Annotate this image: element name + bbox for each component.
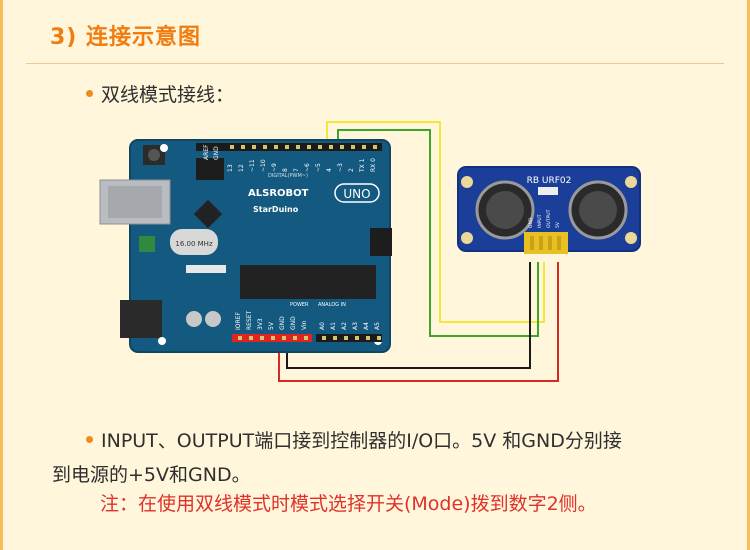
analog-header-pin — [377, 336, 381, 340]
sensor-pin — [548, 236, 552, 250]
mode-heading-line: 双线模式接线： — [86, 80, 234, 107]
top-header-pin — [340, 145, 344, 149]
analog-header-pin — [366, 336, 370, 340]
brand-label: ALSROBOT — [248, 188, 309, 199]
power-header-pin-label: GND — [290, 316, 297, 330]
header-small-label: DIGITAL(PWM~) — [268, 173, 308, 179]
top-header-pin-label: 2 — [348, 168, 355, 172]
sensor-pin-label: INPUT — [537, 214, 543, 228]
sensor-pin — [539, 236, 543, 250]
top-header-pin — [373, 145, 377, 149]
arduino-board: 16.00 MHz ALSROBOT StarDuino UNO DIGITAL… — [99, 139, 392, 353]
top-header-pin — [307, 145, 311, 149]
top-header-pin-label: 12 — [238, 164, 245, 172]
top-header-pin — [263, 145, 267, 149]
top-header-pin-label: ~6 — [304, 163, 311, 172]
wire-green — [337, 129, 539, 337]
power-header-pin-label: GND — [279, 316, 286, 330]
top-header-pin — [230, 145, 234, 149]
analog-header-pin — [333, 336, 337, 340]
sensor-pin-label: 5V — [555, 221, 561, 228]
description-line1: INPUT、OUTPUT端口接到控制器的I/O口。5V 和GND分别接 — [101, 430, 622, 452]
wire-yellow — [326, 121, 545, 323]
top-header-pin — [241, 145, 245, 149]
power-header-pin-label: RESET — [246, 310, 253, 330]
section-title: 3) 连接示意图 — [50, 25, 202, 50]
top-header-pin — [329, 145, 333, 149]
sensor-pin-label: OUTPUT — [546, 209, 552, 228]
top-header-pin-label: ~10 — [260, 159, 267, 172]
sensor-pin — [557, 236, 561, 250]
top-header-pin-label: ~9 — [271, 163, 278, 172]
top-header-pin-label: 7 — [293, 168, 300, 172]
top-header-pin-label: 4 — [326, 168, 333, 172]
analog-header-pin — [344, 336, 348, 340]
crystal-label: 16.00 MHz — [175, 240, 213, 248]
power-header-pin — [260, 336, 264, 340]
top-header-pin — [318, 145, 322, 149]
top-header-pin — [296, 145, 300, 149]
analog-header-pin — [355, 336, 359, 340]
power-label: POWER — [290, 302, 309, 308]
top-header-pin-label: RX 0 — [370, 158, 377, 172]
mode-heading: 双线模式接线： — [101, 84, 235, 106]
analog-header-pin — [322, 336, 326, 340]
power-header-pin-label: 5V — [268, 321, 275, 330]
wiring-diagram: 16.00 MHz ALSROBOT StarDuino UNO DIGITAL… — [99, 121, 641, 382]
top-header-pin — [362, 145, 366, 149]
top-header-pin-label: 8 — [282, 168, 289, 172]
top-header-pin — [285, 145, 289, 149]
analog-header-pin-label: A4 — [363, 322, 370, 330]
power-header-pin — [238, 336, 242, 340]
bullet-dot-icon — [86, 90, 93, 97]
top-header-pin — [351, 145, 355, 149]
analog-header-pins: A0 A1 A2 A3 A4 A5 — [319, 322, 381, 340]
top-header-pin-label: 13 — [227, 164, 234, 172]
analog-header-pin-label: A5 — [374, 322, 381, 330]
top-header-pin-label: ~3 — [337, 163, 344, 172]
power-header-pin-label: 3V3 — [257, 318, 264, 330]
gnd-top-label: GND — [213, 146, 220, 160]
analog-label: ANALOG IN — [318, 302, 346, 308]
sensor-name: RB URF02 — [527, 176, 572, 186]
divider — [26, 63, 724, 64]
top-header-pin — [252, 145, 256, 149]
wire-red — [278, 262, 559, 382]
board-label: UNO — [343, 187, 370, 201]
power-header-pin — [293, 336, 297, 340]
top-header-pin-label: ~5 — [315, 163, 322, 172]
note: 注：在使用双线模式时模式选择开关(Mode)拨到数字2侧。 — [100, 493, 597, 515]
analog-header-pin-label: A2 — [341, 322, 348, 330]
power-header-pin — [282, 336, 286, 340]
top-header-pin — [274, 145, 278, 149]
description: INPUT、OUTPUT端口接到控制器的I/O口。5V 和GND分别接 到电源的… — [52, 424, 732, 492]
aref-label: AREF — [203, 144, 210, 160]
description-line2: 到电源的+5V和GND。 — [52, 464, 251, 486]
analog-header-pin-label: A0 — [319, 322, 326, 330]
bullet-dot-icon — [86, 436, 93, 443]
power-header-pins: IOREF RESET 3V3 5V GND GND Vin — [235, 310, 308, 340]
power-header-pin-label: Vin — [301, 320, 308, 330]
top-header-pin-label: TX 1 — [359, 158, 366, 173]
top-header-pin-label: ~11 — [249, 159, 256, 172]
power-header-pin-label: IOREF — [235, 312, 242, 330]
power-header-pin — [304, 336, 308, 340]
wire-black — [286, 262, 531, 369]
power-header-pin — [249, 336, 253, 340]
sensor-pin — [530, 236, 534, 250]
model-label: StarDuino — [253, 205, 299, 214]
power-header-pin — [271, 336, 275, 340]
analog-header-pin-label: A1 — [330, 322, 337, 330]
analog-header-pin-label: A3 — [352, 322, 359, 330]
sensor-pin-label: GND — [528, 217, 534, 228]
